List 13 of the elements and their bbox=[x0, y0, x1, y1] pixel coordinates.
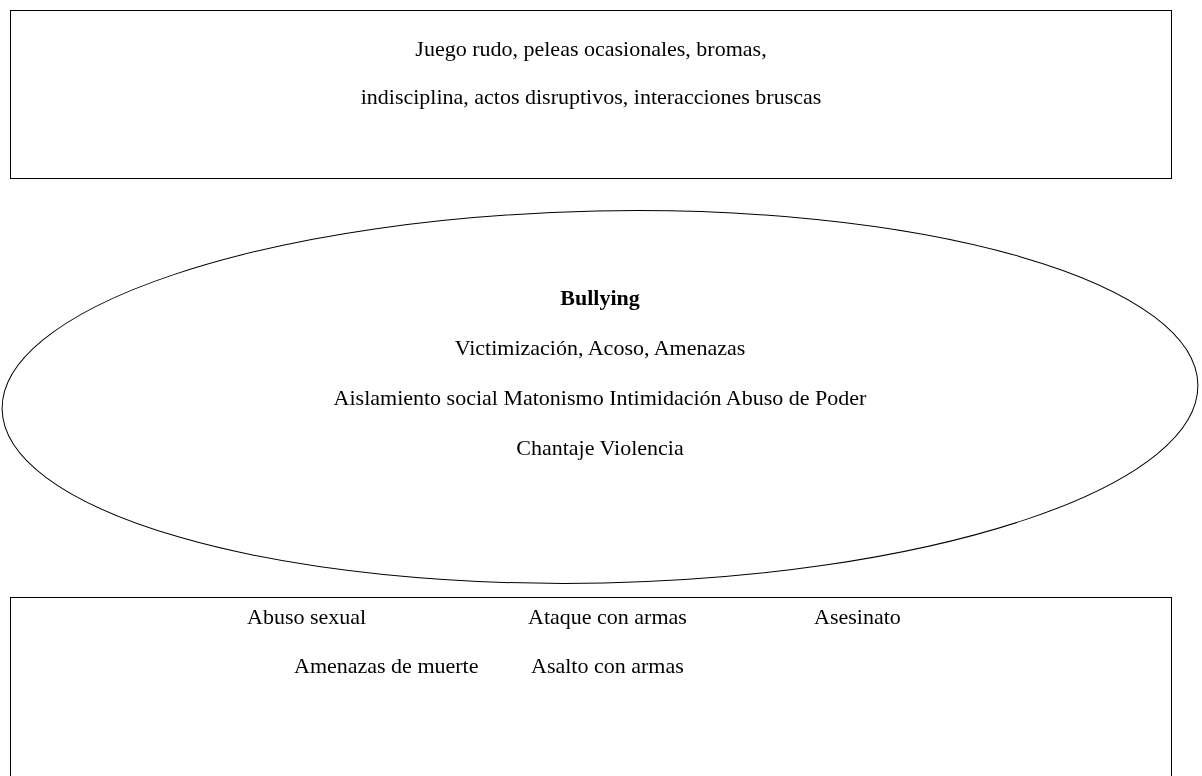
category-text: Juego rudo, peleas ocasionales, bromas, bbox=[415, 35, 767, 63]
category-text: Amenazas de muerte bbox=[294, 652, 479, 680]
category-text: Chantaje Violencia bbox=[516, 434, 684, 462]
category-text: Asesinato bbox=[814, 603, 901, 631]
category-text: Victimización, Acoso, Amenazas bbox=[454, 334, 746, 362]
category-text: Aislamiento social Matonismo Intimidación Abuso de Poder bbox=[333, 384, 867, 412]
category-box bbox=[10, 597, 1172, 776]
category-text: indisciplina, actos disruptivos, interacciones bruscas bbox=[360, 83, 822, 111]
category-text: Abuso sexual bbox=[247, 603, 367, 631]
ellipse-heading: Bullying bbox=[560, 284, 640, 312]
category-text: Ataque con armas bbox=[528, 603, 687, 631]
category-text: Asalto con armas bbox=[531, 652, 684, 680]
category-box bbox=[10, 10, 1172, 179]
